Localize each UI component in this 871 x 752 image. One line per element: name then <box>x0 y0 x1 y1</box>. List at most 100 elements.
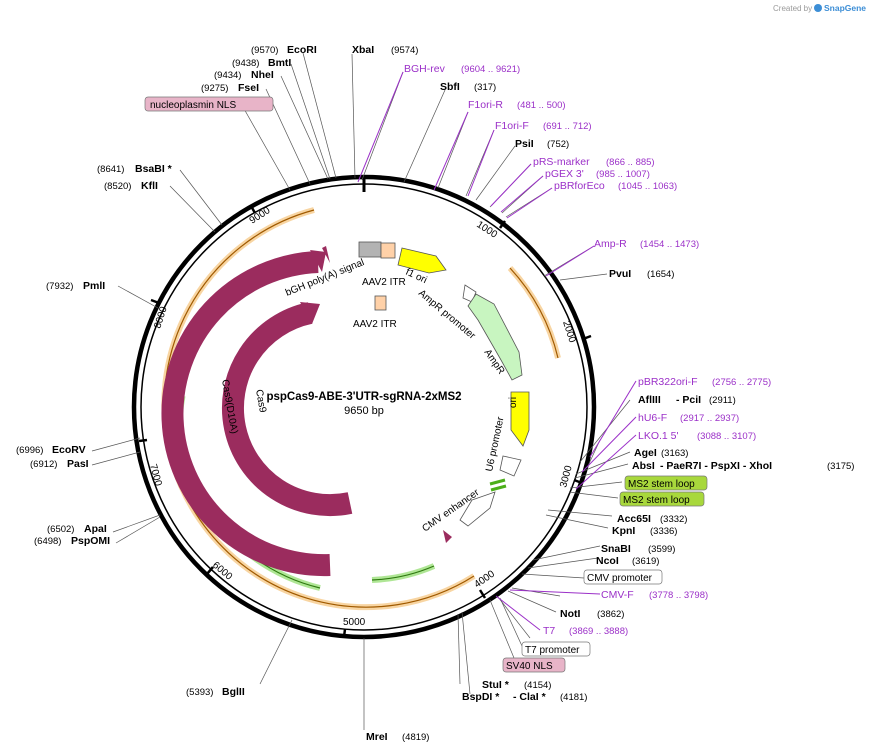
site-pos: (4181) <box>560 692 587 703</box>
tick-mark <box>150 298 160 305</box>
site-pos: (9438) <box>232 58 259 69</box>
tick-label: 5000 <box>343 617 366 628</box>
primer-pos: (9604 .. 9621) <box>461 64 520 75</box>
primer-pos: (2917 .. 2937) <box>680 413 739 424</box>
primer-name: pGEX 3' <box>545 168 584 180</box>
site-pos: (3599) <box>648 544 675 555</box>
site-name: EcoRI <box>287 44 317 56</box>
ori-label: ori <box>508 397 519 408</box>
primer-name: CMV-F <box>601 589 634 601</box>
box-label: nucleoplasmin NLS <box>150 100 236 111</box>
tick-mark <box>478 589 487 599</box>
sv40-box <box>502 657 566 673</box>
site-name: BsaBI * <box>135 163 173 175</box>
orf-arc-ampr <box>507 265 561 359</box>
ms2-mark-1 <box>489 478 506 486</box>
primer-name: LKO.1 5' <box>638 430 679 442</box>
primer-name: BGH-rev <box>404 63 446 75</box>
site-pos: (8520) <box>104 181 131 192</box>
site-pos: (6996) <box>16 445 43 456</box>
site-pos: (6502) <box>47 524 74 535</box>
ms2-mark-2 <box>490 484 507 492</box>
site-labels-right: MreI (4819) XbaI (9574) SbfI (317) PsiI … <box>352 44 854 743</box>
site-name: AflIII <box>638 394 661 406</box>
site-name: StuI * <box>482 679 510 691</box>
site-name: ApaI <box>84 523 107 535</box>
snapgene-logo-icon <box>814 4 822 12</box>
aav2-itr-inner-label: AAV2 ITR <box>353 319 397 330</box>
tick-mark <box>498 220 507 229</box>
site-pos: (752) <box>547 139 569 150</box>
site-name: SnaBI <box>601 543 631 555</box>
site-extra: - PaeR7I - PspXI - XhoI <box>660 460 772 472</box>
site-pos: (6498) <box>34 536 61 547</box>
site-name: BmtI <box>268 57 291 69</box>
site-pos: (5393) <box>186 687 213 698</box>
credit-prefix: Created by <box>773 4 812 13</box>
site-name: BspDI * <box>462 691 500 703</box>
boxed-labels: nucleoplasmin NLS MS2 stem loop MS2 stem… <box>144 96 708 673</box>
primer-labels: BGH-rev (9604 .. 9621) F1ori-R (481 .. 5… <box>404 63 771 637</box>
site-name: EcoRV <box>52 444 86 456</box>
site-name: KpnI <box>612 525 635 537</box>
sv40-nls-mark <box>443 530 452 543</box>
ms2-box <box>619 491 705 507</box>
primer-pos: (3088 .. 3107) <box>697 431 756 442</box>
site-name: PasI <box>67 458 89 470</box>
site-name: PvuI <box>609 268 631 280</box>
primer-pos: (3869 .. 3888) <box>569 626 628 637</box>
aav2-itr-box-top <box>380 242 396 259</box>
site-pos: (9570) <box>251 45 278 56</box>
ori-arrow <box>510 391 530 447</box>
tick-mark <box>206 566 214 575</box>
tick-mark <box>582 334 592 341</box>
site-labels-left: (9570) EcoRI (9438) BmtI (9434) NheI (92… <box>16 44 317 698</box>
site-pos: (4819) <box>402 732 429 743</box>
site-name: PsiI <box>515 138 534 150</box>
aav2-itr-label: AAV2 ITR <box>362 277 406 288</box>
site-name: PspOMI <box>71 535 110 547</box>
site-name: FseI <box>238 82 259 94</box>
tick-mark <box>573 478 583 485</box>
primer-pos: (691 .. 712) <box>543 121 592 132</box>
site-pos: (6912) <box>30 459 57 470</box>
tick-mark <box>249 205 257 214</box>
box-label: SV40 NLS <box>506 661 553 672</box>
tick-label: 2000 <box>560 320 577 345</box>
orf-arc-green-bottom-line <box>371 565 435 581</box>
box-label: MS2 stem loop <box>628 479 695 490</box>
site-pos: (9434) <box>214 70 241 81</box>
primer-pos: (481 .. 500) <box>517 100 566 111</box>
primer-name: pBRforEco <box>554 180 605 192</box>
cas9-arc <box>221 302 353 517</box>
bgh-polya-box <box>358 241 382 258</box>
primer-name: F1ori-F <box>495 120 529 132</box>
site-name: Acc65I <box>617 513 651 525</box>
tick-label: 4000 <box>472 568 497 590</box>
site-name: NcoI <box>596 555 619 567</box>
orf-arc-ampr-line <box>509 267 559 359</box>
primer-pos: (1454 .. 1473) <box>640 239 699 250</box>
site-pos: (3163) <box>661 448 688 459</box>
cmv-enhancer-arrow <box>459 491 496 527</box>
nls-box <box>144 96 274 112</box>
site-pos: (2911) <box>709 395 736 406</box>
tick-mark <box>138 438 148 443</box>
orf-arc-green-bottom <box>371 563 436 583</box>
site-extra: - PciI <box>676 394 701 406</box>
cas9-d10a-arrowhead <box>310 250 326 272</box>
site-pos: (8641) <box>97 164 124 175</box>
plasmid-name: pspCas9-ABE-3'UTR-sgRNA-2xMS2 <box>266 391 461 403</box>
site-name: NheI <box>251 69 274 81</box>
site-pos: (9275) <box>201 83 228 94</box>
primer-name: pRS-marker <box>533 156 590 168</box>
site-pos: (3336) <box>650 526 677 537</box>
primer-name: F1ori-R <box>468 99 503 111</box>
site-pos: (3175) <box>827 461 854 472</box>
site-name: AbsI <box>632 460 655 472</box>
primer-pos: (866 .. 885) <box>606 157 655 168</box>
site-name: PmlI <box>83 280 105 292</box>
cmv-box <box>583 569 663 585</box>
credit-brand: SnapGene <box>824 3 866 13</box>
f1-ori-arrow <box>397 247 447 274</box>
